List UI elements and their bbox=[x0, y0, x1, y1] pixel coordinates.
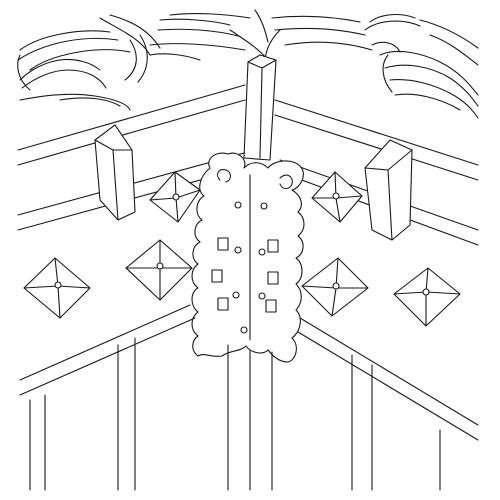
rosette-mid-right bbox=[301, 257, 369, 317]
rosette-far-right bbox=[393, 267, 461, 327]
right-post bbox=[364, 139, 413, 241]
roof-tiles-left bbox=[17, 13, 251, 111]
rosette-mid-left bbox=[125, 239, 193, 301]
left-post bbox=[94, 124, 136, 221]
center-post bbox=[243, 54, 277, 161]
rosette-upper-left bbox=[149, 171, 201, 223]
eave-beams bbox=[17, 84, 479, 246]
central-bracket bbox=[191, 152, 305, 363]
lower-boards bbox=[19, 304, 479, 491]
rosette-upper-right bbox=[311, 171, 363, 223]
roof-tiles-right bbox=[271, 13, 479, 119]
ridge-line bbox=[254, 9, 269, 43]
rosette-far-left bbox=[23, 257, 91, 319]
rosette-ornaments bbox=[23, 171, 461, 327]
